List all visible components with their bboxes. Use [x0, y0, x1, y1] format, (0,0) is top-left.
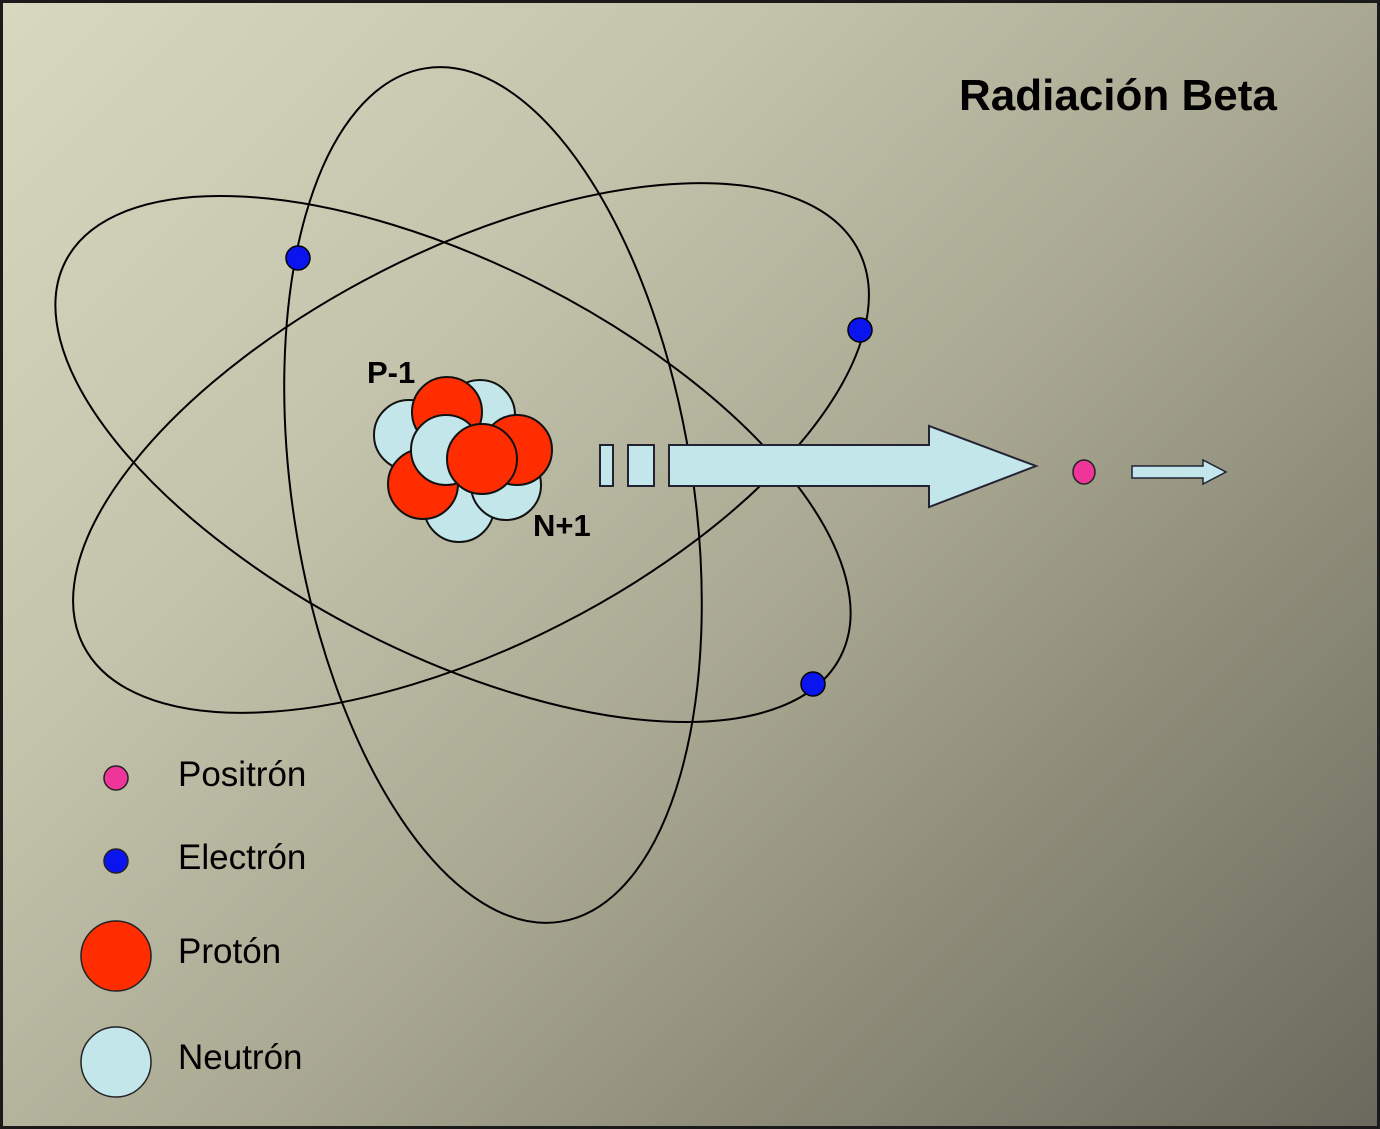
emission-arrow: [599, 424, 1039, 509]
nucleus: [373, 376, 553, 543]
legend-positron-icon: [103, 765, 129, 791]
legend-label-neutron: Neutrón: [178, 1038, 303, 1077]
legend-label-electron: Electrón: [178, 838, 307, 877]
legend-proton-icon: [80, 920, 152, 992]
electron-2: [847, 317, 873, 343]
emitted-positron: [1072, 459, 1096, 485]
positron-motion-arrow: [1131, 458, 1228, 486]
neutron-count-label: N+1: [533, 508, 591, 543]
electron-3: [800, 671, 826, 697]
legend-label-positron: Positrón: [178, 755, 307, 794]
electron-1: [285, 245, 311, 271]
arrow-tail-segment-1: [599, 444, 614, 487]
arrow-body: [668, 424, 1039, 509]
proton: [446, 423, 518, 495]
diagram-title: Radiación Beta: [959, 71, 1277, 120]
legend-symbols: [80, 765, 152, 1098]
orbit-ascending: [72, 182, 870, 714]
legend-electron-icon: [103, 848, 129, 874]
proton-count-label: P-1: [367, 355, 416, 390]
legend-neutron-icon: [80, 1026, 152, 1098]
atom-diagram: [54, 66, 1228, 1098]
arrow-tail-segment-2: [627, 444, 655, 487]
orbit-descending: [54, 194, 852, 724]
legend-label-proton: Protón: [178, 932, 282, 971]
